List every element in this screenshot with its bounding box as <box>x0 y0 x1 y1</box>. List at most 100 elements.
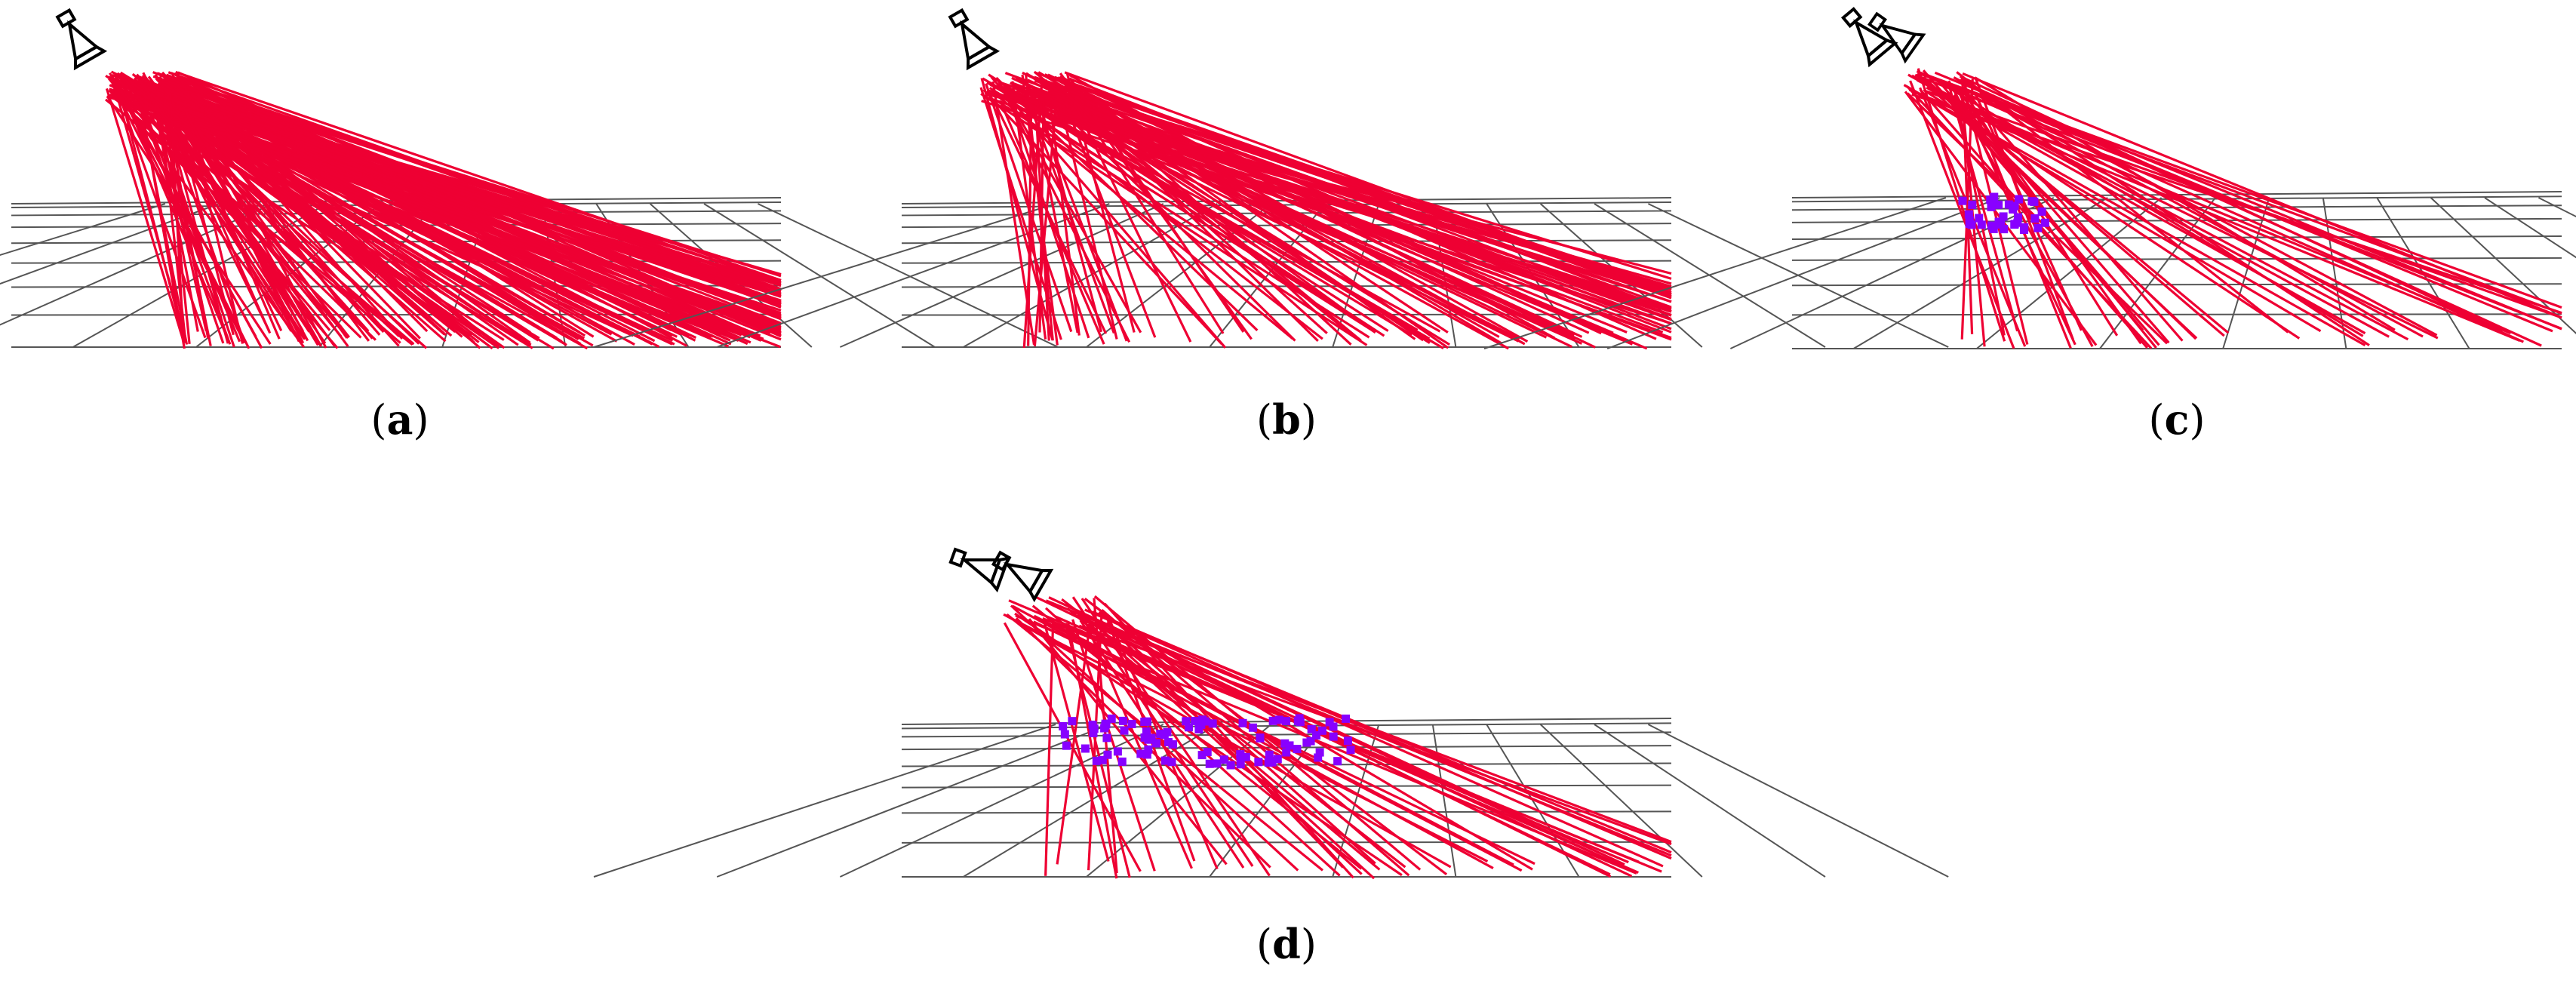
ray-line <box>1037 71 1503 345</box>
ray-line <box>1068 74 1556 340</box>
grid-line <box>757 203 1059 348</box>
grid-line <box>0 203 166 257</box>
point-marker <box>1987 202 1996 211</box>
grid-line <box>1086 724 1272 878</box>
frustum-base <box>73 45 108 71</box>
frustum-head <box>55 8 77 29</box>
point-marker <box>2010 201 2019 211</box>
point-marker <box>1964 210 1973 219</box>
ray-line <box>1087 623 1363 875</box>
ray-line <box>1022 79 1431 344</box>
ray-line <box>1054 75 1672 294</box>
point-marker <box>1325 718 1334 727</box>
panel-a: (a) <box>0 8 1059 444</box>
ray-line <box>168 71 782 291</box>
point-marker <box>1248 723 1257 732</box>
panel-c: (c) <box>1483 7 2576 444</box>
ray-line <box>1003 613 1489 863</box>
point-marker <box>1107 714 1116 723</box>
point-marker <box>1182 717 1191 726</box>
ray-line <box>1963 86 2029 345</box>
point-marker <box>1317 726 1326 735</box>
point-marker <box>1268 716 1277 725</box>
point-marker <box>1280 739 1290 748</box>
point-marker <box>1068 717 1077 726</box>
ray-line <box>1015 76 1515 340</box>
ray-line <box>1967 94 2184 342</box>
point-marker <box>1999 212 2008 221</box>
camera-frustum-icon <box>1841 7 1926 68</box>
point-marker <box>1168 740 1177 749</box>
point-marker <box>1329 722 1338 731</box>
point-marker <box>1156 729 1165 738</box>
point-marker <box>1226 761 1235 770</box>
ray-line <box>138 79 302 342</box>
ray-line <box>1916 70 2562 309</box>
ray-line <box>1024 73 1054 341</box>
point-marker <box>1160 756 1170 765</box>
panel-d-points <box>1059 714 1355 770</box>
point-marker <box>1102 733 1111 743</box>
point-marker <box>1312 730 1321 740</box>
point-marker <box>1333 757 1342 766</box>
ray-line <box>1031 100 1079 334</box>
ray-line <box>112 73 761 337</box>
grid-line <box>1791 313 2562 316</box>
point-marker <box>1098 755 1107 764</box>
grid-line <box>593 203 1056 348</box>
point-marker <box>1142 750 1151 759</box>
camera-frustum <box>1841 7 1898 68</box>
ray-line <box>137 90 586 340</box>
ray-line <box>1907 73 2390 338</box>
point-marker <box>1994 200 2003 209</box>
point-marker <box>1118 716 1127 725</box>
frustum-base <box>1900 32 1926 64</box>
point-marker <box>1164 738 1173 747</box>
ray-line <box>1004 88 1385 337</box>
grid-line <box>1791 283 2562 287</box>
point-marker <box>1167 758 1176 767</box>
point-marker <box>1975 214 1984 223</box>
camera-frustum <box>1867 11 1926 64</box>
panel-d: (d) <box>593 547 1949 968</box>
ray-line <box>1105 622 1345 869</box>
point-marker <box>1282 748 1291 757</box>
panel-b-rays <box>979 70 1672 350</box>
ray-line <box>994 93 1294 340</box>
camera-frustum-icon <box>55 8 108 71</box>
grid-line <box>2484 197 2576 259</box>
grid-line <box>839 203 1164 348</box>
ray-line <box>105 88 184 340</box>
ray-line <box>111 83 246 344</box>
point-marker <box>1307 724 1316 733</box>
grid-line <box>1209 724 1326 878</box>
point-marker <box>1144 735 1153 744</box>
grid-line <box>593 724 1056 878</box>
point-marker <box>1256 733 1265 743</box>
ray-line <box>1064 88 1672 309</box>
ray-line <box>1954 91 2006 336</box>
point-marker <box>1343 736 1352 746</box>
point-marker <box>1306 736 1315 746</box>
ray-line <box>175 91 300 343</box>
ray-line <box>135 94 471 340</box>
camera-frustum <box>55 8 108 71</box>
ray-line <box>119 72 306 340</box>
ray-line <box>1052 76 1529 343</box>
point-marker <box>1191 717 1200 726</box>
ray-line <box>1015 617 1271 869</box>
point-marker <box>1092 756 1101 765</box>
panel-b-caption: (b) <box>1256 395 1317 444</box>
panel-a-rays <box>105 70 782 350</box>
frustum-head <box>1867 11 1887 32</box>
ray-line <box>1038 99 1045 333</box>
ray-line <box>173 81 481 349</box>
grid-line <box>901 762 1672 767</box>
camera-frustum <box>948 8 1001 71</box>
ray-line <box>992 100 1108 334</box>
frustum-head <box>948 8 970 29</box>
ray-line <box>1091 610 1672 860</box>
point-marker <box>1236 752 1245 761</box>
ray-line <box>1909 80 2015 349</box>
